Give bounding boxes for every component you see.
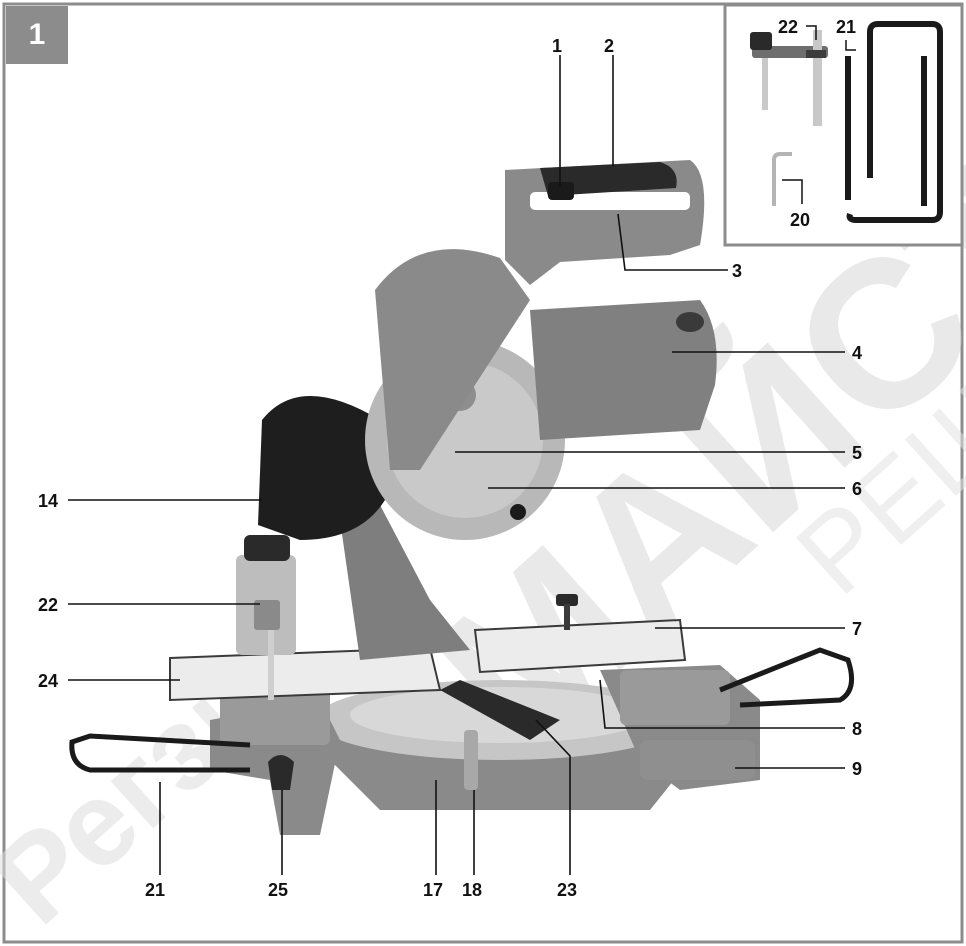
lock-knob-25 [268, 755, 294, 790]
grip [540, 162, 677, 196]
callout-25: 25 [268, 880, 289, 900]
callout-2: 2 [604, 36, 615, 56]
callout-1: 1 [552, 36, 563, 56]
callout-23: 23 [557, 880, 578, 900]
inset-callout-20: 20 [790, 210, 811, 230]
callout-24: 24 [38, 671, 59, 691]
slide-track [440, 680, 560, 740]
callout-22: 22 [38, 595, 59, 615]
trigger-switch [548, 182, 574, 200]
leader-lines [68, 55, 845, 875]
fence-right [473, 618, 687, 674]
accessories-inset [723, 3, 964, 247]
extension-rods [69, 647, 855, 773]
callout-8: 8 [852, 719, 863, 739]
callout-5: 5 [852, 443, 863, 463]
foot-9 [640, 740, 755, 780]
inset-stop-bars-illustration [845, 21, 943, 223]
callout-21: 21 [145, 880, 166, 900]
callout-7: 7 [852, 619, 863, 639]
dust-bag [258, 396, 385, 540]
inset-clamp-illustration [750, 30, 828, 126]
upper-blade-guard [375, 249, 530, 470]
lever-18 [464, 730, 478, 790]
inset-callout-21: 21 [836, 17, 857, 37]
pivot-arm [340, 505, 470, 660]
figure-number-badge: 1 [6, 6, 68, 64]
saw-illustration [69, 160, 855, 835]
inset-hex-key-illustration [772, 152, 792, 206]
callout-14: 14 [38, 491, 59, 511]
inset-callout-22: 22 [778, 17, 799, 37]
motor-housing [530, 300, 717, 440]
callout-4: 4 [852, 343, 863, 363]
callout-6: 6 [852, 479, 863, 499]
callout-17: 17 [423, 880, 444, 900]
callout-18: 18 [462, 880, 483, 900]
callout-9: 9 [852, 759, 863, 779]
callout-3: 3 [732, 261, 743, 281]
